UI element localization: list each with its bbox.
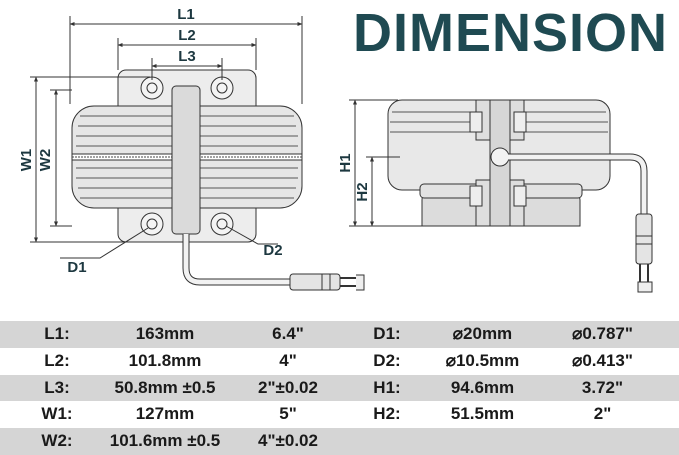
spec-label: L2:	[44, 350, 70, 370]
page-title: DIMENSION	[352, 3, 669, 63]
spec-metric-2: 51.5mm	[450, 404, 515, 424]
spec-imperial-2: 2"	[593, 404, 612, 424]
cable-connector	[289, 273, 341, 291]
spec-imperial: 4"±0.02	[258, 431, 318, 451]
mounting-holes	[140, 76, 234, 236]
spec-imperial: 5"	[279, 404, 297, 424]
spec-imperial-2	[545, 428, 660, 455]
label-l2: L2	[178, 27, 196, 44]
table-row: L1: 163mm 6.4" D1: ⌀20mm ⌀0.787"	[0, 321, 679, 348]
spec-label: W2:	[41, 431, 73, 451]
top-view	[71, 69, 365, 291]
spec-metric-2: ⌀10.5mm	[445, 350, 520, 370]
table-row: W2: 101.6mm ±0.5 4"±0.02	[0, 428, 679, 455]
side-view-dimensions	[349, 99, 422, 227]
table-row: L2: 101.8mm 4" D2: ⌀10.5mm ⌀0.413"	[0, 347, 679, 375]
spec-metric-2	[425, 428, 540, 455]
spec-imperial: 4"	[279, 350, 297, 370]
top-view-dimensions	[30, 16, 303, 259]
label-h2: H2	[354, 182, 371, 201]
spec-metric: 127mm	[135, 404, 195, 424]
spec-label: L3:	[44, 377, 70, 397]
spec-table: L1: 163mm 6.4" D1: ⌀20mm ⌀0.787" L2: 101.8mm 4" D…	[0, 321, 679, 455]
label-d2: D2	[263, 242, 282, 259]
dimension-drawing: L1 L2 L3 W1 W2 D1 D2 H1 H2	[18, 6, 653, 293]
label-d1: D1	[67, 259, 86, 276]
clamp-strap	[171, 85, 201, 235]
spec-metric: 163mm	[135, 324, 195, 343]
spec-imperial-2: 3.72"	[581, 377, 624, 397]
spec-imperial: 6.4"	[272, 324, 304, 343]
spec-label-2: D2:	[373, 350, 401, 370]
spec-label-2: H2:	[373, 404, 401, 424]
spec-label-2: H1:	[373, 377, 401, 397]
label-l3: L3	[178, 48, 196, 65]
spec-imperial-2: ⌀0.413"	[572, 350, 633, 370]
spec-label-2: D1:	[373, 324, 401, 343]
spec-imperial-2: ⌀0.787"	[572, 324, 633, 343]
label-h1: H1	[337, 153, 354, 172]
spec-metric-2: ⌀20mm	[452, 324, 513, 343]
spec-metric: 101.8mm	[128, 350, 202, 370]
side-view	[387, 99, 653, 293]
spec-metric-2: 94.6mm	[450, 377, 515, 397]
spec-metric: 50.8mm ±0.5	[114, 377, 216, 397]
table-row: W1: 127mm 5" H2: 51.5mm 2"	[0, 401, 679, 429]
spec-metric: 101.6mm ±0.5	[109, 431, 221, 451]
spec-imperial: 2"±0.02	[258, 377, 318, 397]
side-connector	[635, 213, 653, 265]
label-w1: W1	[18, 149, 35, 172]
label-w2: W2	[37, 149, 54, 172]
table-row: L3: 50.8mm ±0.5 2"±0.02 H1: 94.6mm 3.72"	[0, 374, 679, 402]
label-l1: L1	[177, 6, 195, 23]
spec-label: W1:	[41, 404, 73, 424]
spec-label: L1:	[44, 324, 70, 343]
spec-label-2	[352, 428, 422, 455]
